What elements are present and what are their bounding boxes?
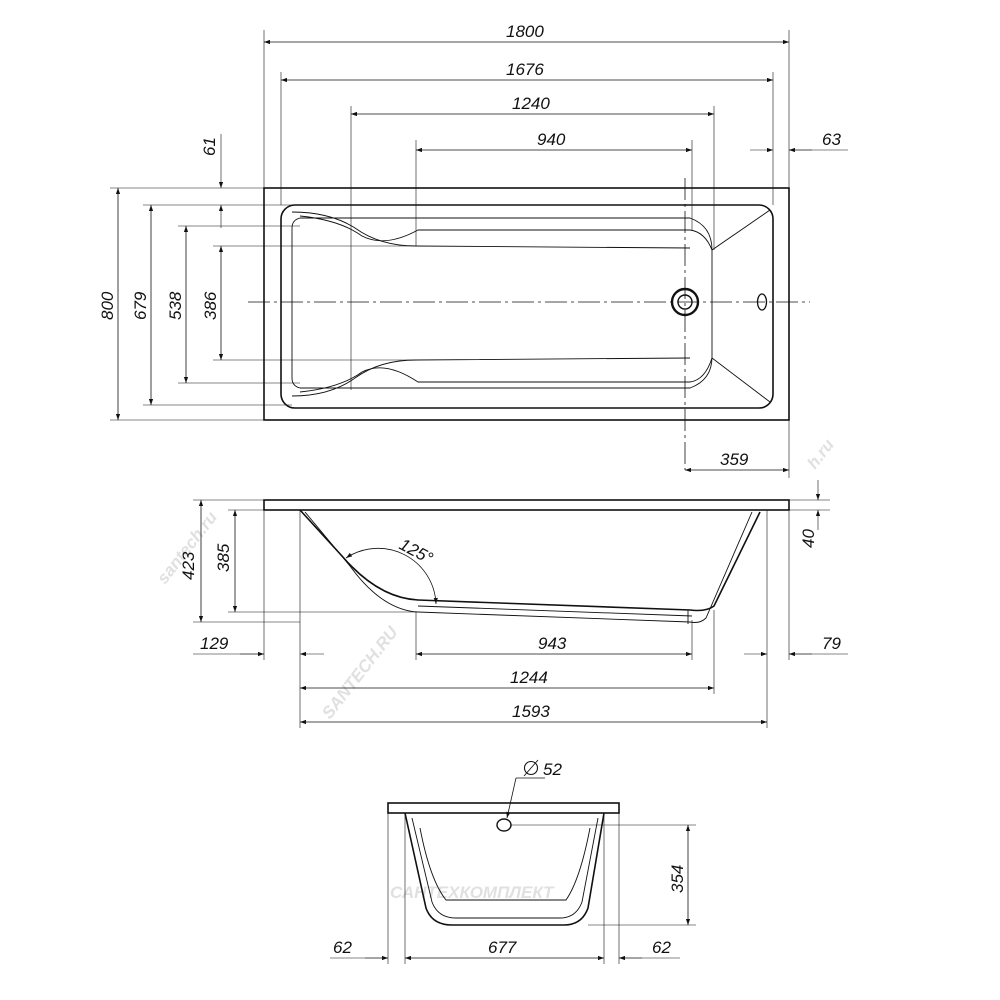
dim-label-length-overall: 1800 — [506, 22, 544, 41]
watermark-brand-small-right: h.ru — [803, 435, 838, 472]
top-view-basin-outline — [280, 204, 774, 409]
side-view-basin-profile-inner — [304, 511, 753, 623]
dim-label-bottom-total: 1244 — [510, 668, 548, 687]
dim-label-offset-right: 79 — [822, 634, 841, 653]
top-view-headrest-top — [291, 211, 691, 249]
dim-label-bottom-flat: 943 — [538, 634, 567, 653]
dim-label-rim-right: 63 — [822, 130, 841, 149]
side-view-bottom-line — [417, 605, 693, 617]
top-view-foot-bottom — [689, 357, 771, 403]
top-view-headrest-bottom — [291, 357, 691, 397]
dim-label-width-bottom: 386 — [201, 291, 220, 320]
dim-label-overflow-diameter: 52 — [543, 760, 562, 779]
side-view-angle-arc — [345, 548, 438, 605]
top-view: 1800 1676 1240 940 63 61 800 679 538 — [98, 22, 848, 478]
overflow-icon — [756, 293, 768, 311]
watermark-company: САНТЕХКОМПЛЕКТ — [390, 883, 555, 902]
side-view: 125° 423 385 40 129 943 — [179, 480, 848, 728]
end-view-basin-inner — [411, 817, 599, 919]
dim-label-width-overall: 800 — [98, 291, 117, 320]
dim-label-length-flat: 1240 — [512, 94, 550, 113]
dim-label-side-right: 62 — [652, 938, 671, 957]
dim-label-width-mid: 538 — [166, 291, 185, 320]
drain-inner-icon — [677, 294, 693, 310]
diameter-symbol-icon — [523, 760, 539, 776]
dim-label-side-left: 62 — [333, 938, 352, 957]
dim-label-width-bottom-end: 677 — [488, 938, 517, 957]
top-view-bottom-surface — [291, 217, 713, 389]
end-view: 52 354 62 677 62 — [330, 759, 696, 964]
dim-label-drain-offset: 359 — [720, 450, 749, 469]
drain-icon — [670, 287, 700, 317]
dim-label-length-inner-side: 1593 — [512, 702, 550, 721]
top-view-foot-top — [689, 209, 771, 251]
watermark-group: SANTECH.RU santech.ru h.ru САНТЕХКОМПЛЕК… — [153, 435, 838, 902]
top-view-headrest-top-inner — [299, 215, 690, 242]
top-view-rim-outline — [263, 187, 790, 421]
side-view-rim — [263, 499, 790, 511]
dim-label-width-inner: 679 — [131, 291, 150, 320]
dim-label-height-inner: 385 — [214, 543, 233, 572]
end-view-overflow-icon — [496, 818, 512, 832]
dim-label-length-inner: 1676 — [506, 60, 544, 79]
dim-label-rim-left: 61 — [200, 137, 219, 156]
dim-label-length-bottom: 940 — [537, 130, 566, 149]
dim-label-height-overall: 423 — [179, 551, 198, 580]
dim-label-offset-left: 129 — [200, 634, 229, 653]
top-view-headrest-bottom-inner — [299, 367, 690, 393]
end-view-rim — [387, 802, 620, 814]
dim-label-rim-thickness: 40 — [799, 529, 818, 548]
side-view-basin-profile — [299, 509, 761, 612]
end-view-basin-outer — [404, 812, 605, 926]
dim-label-depth: 354 — [668, 865, 687, 893]
watermark-brand-large: SANTECH.RU — [318, 622, 402, 722]
end-view-bottom-shape — [419, 827, 591, 901]
